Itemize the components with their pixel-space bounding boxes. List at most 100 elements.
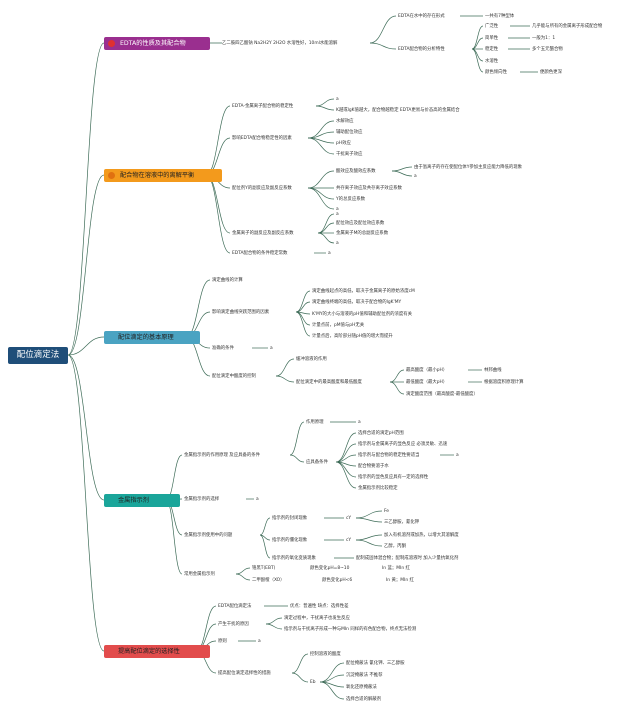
factor-item: 辅助配位效应 — [336, 130, 363, 135]
masking-item: 选择合适的解蔽剂 — [346, 697, 382, 702]
branch-edta-properties[interactable]: EDTA的性质及其配合物 — [104, 37, 210, 50]
connector-line — [471, 25, 484, 50]
connector-line — [355, 539, 383, 547]
node-requirements: 应具备条件 — [306, 460, 328, 465]
jump-item: 计量点前，pM值与pH无关 — [312, 323, 365, 328]
connector-line — [355, 517, 383, 523]
connector-line — [317, 222, 335, 234]
node-a: a — [336, 241, 339, 246]
branch-dissociation-equilibrium[interactable]: 配合物在溶液中的离解平衡 — [104, 169, 222, 182]
prop-item: 稳定性 — [485, 47, 499, 52]
node-control-acidity: 控制溶液的酸度 — [310, 652, 341, 657]
prop-item: 广泛性 — [485, 24, 499, 29]
edta-description: 乙二胺四乙酸钠 Na2H2Y 2H2O 水溶性好，10ml水能溶解 — [222, 41, 338, 46]
stiffening-item: 加入有机溶剂或加热，以增大其溶解度 — [384, 533, 459, 538]
node-cy: cY — [346, 516, 352, 521]
connector-line — [295, 311, 311, 337]
connector-line — [369, 42, 397, 50]
node-coexist: 共存离子效应及共存离子效应系数 — [336, 186, 402, 191]
connector-line — [335, 432, 357, 463]
connector-line — [265, 617, 283, 625]
acidity-item: 滴定酸度范围（最高酸度-最低酸度） — [406, 392, 478, 397]
connector-line — [315, 98, 335, 107]
node-oxidation-remedy: 配制成固体混合物；配制成溶液时 加入少量抗氧化剂 — [356, 556, 459, 561]
red-circle-icon — [108, 40, 115, 47]
connector-line — [389, 381, 405, 395]
connector-line — [205, 105, 231, 176]
node-a: a — [328, 251, 331, 256]
connector-line — [67, 354, 105, 652]
connector-line — [165, 499, 183, 575]
connector-line — [205, 174, 231, 254]
connector-line — [67, 336, 105, 356]
node-indicator-principle: 金属指示剂的作用原理 及应具备的条件 — [184, 453, 261, 458]
node-oxidation: 指示剂的氧化变质现象 — [272, 556, 316, 561]
jump-item: K'MY的大小与溶液的pH值和辅助配位剂的浓度有关 — [312, 312, 413, 317]
branch-metal-indicator[interactable]: 金属指示剂 — [104, 494, 180, 507]
connector-line — [355, 534, 383, 541]
node-a: a — [414, 174, 417, 179]
connector-line — [369, 15, 397, 44]
connector-line — [205, 174, 231, 234]
blocking-item: Fe — [384, 509, 389, 514]
connector-line — [307, 170, 335, 189]
connector-line — [185, 279, 211, 338]
branch-basic-principle[interactable]: 配位滴定的基本原理 — [104, 331, 200, 344]
requirement-item: 选择合适的滴定pH范围 — [358, 431, 404, 436]
node-a: a — [258, 639, 261, 644]
node-acidity-range: 配位滴定中的最高酸度和最低酸度 — [296, 380, 362, 385]
prop-item: 水溶性 — [485, 59, 499, 64]
connector-line — [315, 105, 335, 111]
node-y-side: 配位剂Y的副反应及副反应系数 — [232, 186, 292, 191]
connector-line — [291, 653, 309, 674]
node-y-total: Y的总反应系数 — [336, 197, 366, 202]
connector-line — [391, 166, 413, 172]
node-a: a — [336, 212, 339, 217]
blocking-item: 三乙醇胺，氰化钾 — [384, 520, 420, 525]
node-metal-side: 金属离子的副反应及副反应系数 — [232, 231, 294, 236]
prop-item: 颜色倾向性 — [485, 70, 507, 75]
root-node[interactable]: 配位滴定法 — [8, 347, 68, 364]
masking-item: 配位掩蔽法 氰化钾、三乙醇胺 — [346, 661, 405, 666]
connector-line — [307, 120, 335, 139]
node-stability: EDTA-金属离子配合物的稳定性 — [232, 104, 294, 109]
cause-item: 滴定过程中，干扰离子也发生反应 — [284, 616, 350, 621]
acidity-value: 林邦曲线 — [484, 368, 502, 373]
node-blocking: 指示剂的封闭现象 — [272, 516, 308, 521]
branch-label: EDTA的性质及其配合物 — [120, 40, 186, 47]
requirement-item: 指示剂与金属离子的显色反应 必须灵敏、迅速 — [358, 442, 448, 447]
indicator-ebt: 铬黑T(EBT) — [252, 566, 276, 571]
node-edta-method: EDTA配位滴定法 — [218, 604, 252, 609]
node-coord-effect: 配位效应及配位效应系数 — [336, 221, 385, 226]
branch-selectivity[interactable]: 提高配位滴定的选择性 — [104, 645, 210, 658]
connector-line — [295, 301, 311, 313]
connector-line — [389, 369, 405, 383]
connector-line — [265, 623, 283, 630]
prop-value: 多个五元螯合物 — [532, 47, 563, 52]
masking-item: 沉淀掩蔽法 不推荐 — [346, 673, 383, 678]
jump-item: 滴定曲线起点的高低，取决于金属离子的原始浓度cM — [312, 289, 415, 294]
indicator-xo-range: 颜色变化pH<6 — [322, 578, 353, 583]
connector-line — [391, 170, 413, 177]
jump-item: 滴定曲线终端的高低，取决于配合物的lgK'MY — [312, 300, 402, 305]
node-a: a — [256, 497, 259, 502]
acidity-item: 最低酸度（最大pH） — [406, 380, 448, 385]
connector-line — [471, 48, 484, 73]
connector-line — [67, 174, 105, 356]
connector-line — [275, 358, 295, 377]
node-a: a — [270, 346, 273, 351]
connector-line — [259, 517, 271, 536]
prop-item: 简单性 — [485, 36, 499, 41]
node-acid-def: 由于氢离子的存在使配位体Y参加主反应能力降低的现象 — [414, 165, 523, 170]
node-analytic-props: EDTA配合物的分析特性 — [398, 47, 445, 52]
connector-line — [291, 672, 309, 683]
indicator-xo: 二甲酚橙（XO） — [252, 578, 285, 583]
stiffening-item: 乙醇，丙酮 — [384, 544, 406, 549]
connector-line — [355, 510, 383, 519]
connector-line — [307, 187, 335, 210]
branch-label: 提高配位滴定的选择性 — [118, 648, 180, 655]
connector-line — [235, 567, 251, 575]
connector-line — [289, 454, 305, 463]
node-principle: 作用原理 — [306, 420, 324, 425]
jump-item: 计量点后，高阶部分随pH值的增大而提升 — [312, 334, 393, 339]
